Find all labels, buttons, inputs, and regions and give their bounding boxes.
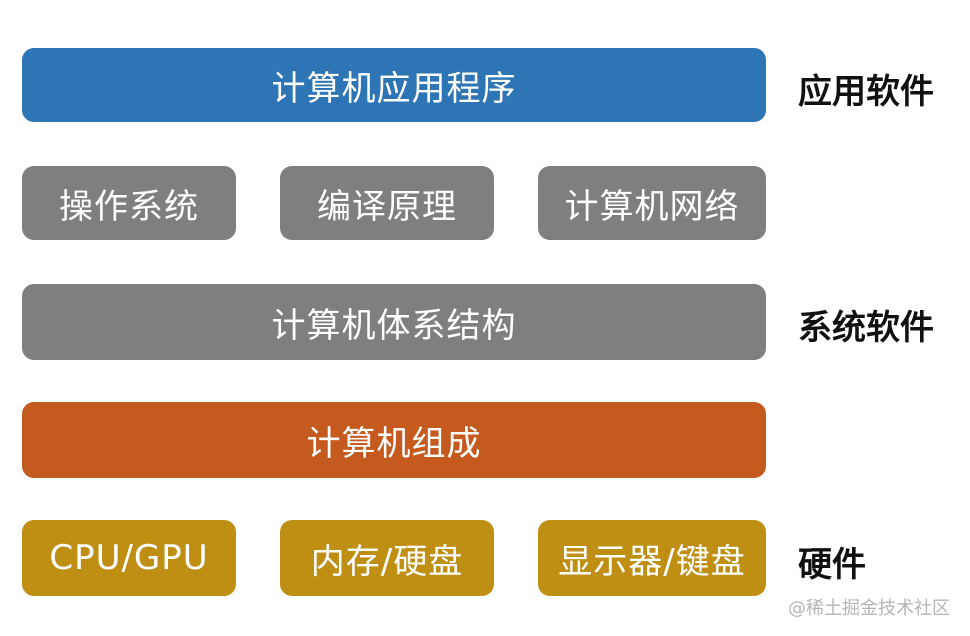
compiler-label: 编译原理	[317, 186, 457, 227]
network-block: 计算机网络	[538, 166, 766, 240]
os-label: 操作系统	[59, 186, 199, 227]
memory-disk-block: 内存/硬盘	[280, 520, 494, 596]
architecture-label: 计算机体系结构	[271, 305, 517, 346]
network-label: 计算机网络	[564, 186, 740, 227]
memory-disk-label: 内存/硬盘	[310, 541, 464, 582]
watermark-text: @稀土掘金技术社区	[788, 598, 950, 619]
application-software-category: 应用软件	[798, 72, 934, 112]
display-keyboard-label: 显示器/键盘	[558, 541, 746, 582]
architecture-block: 计算机体系结构	[22, 284, 766, 360]
compiler-block: 编译原理	[280, 166, 494, 240]
applications-label: 计算机应用程序	[271, 68, 517, 109]
organization-label: 计算机组成	[306, 423, 482, 464]
hardware-category: 硬件	[798, 545, 866, 585]
applications-block: 计算机应用程序	[22, 48, 766, 122]
cpu-gpu-label: CPU/GPU	[49, 538, 209, 578]
cpu-gpu-block: CPU/GPU	[22, 520, 236, 596]
os-block: 操作系统	[22, 166, 236, 240]
system-software-category: 系统软件	[798, 308, 934, 348]
display-keyboard-block: 显示器/键盘	[538, 520, 766, 596]
organization-block: 计算机组成	[22, 402, 766, 478]
